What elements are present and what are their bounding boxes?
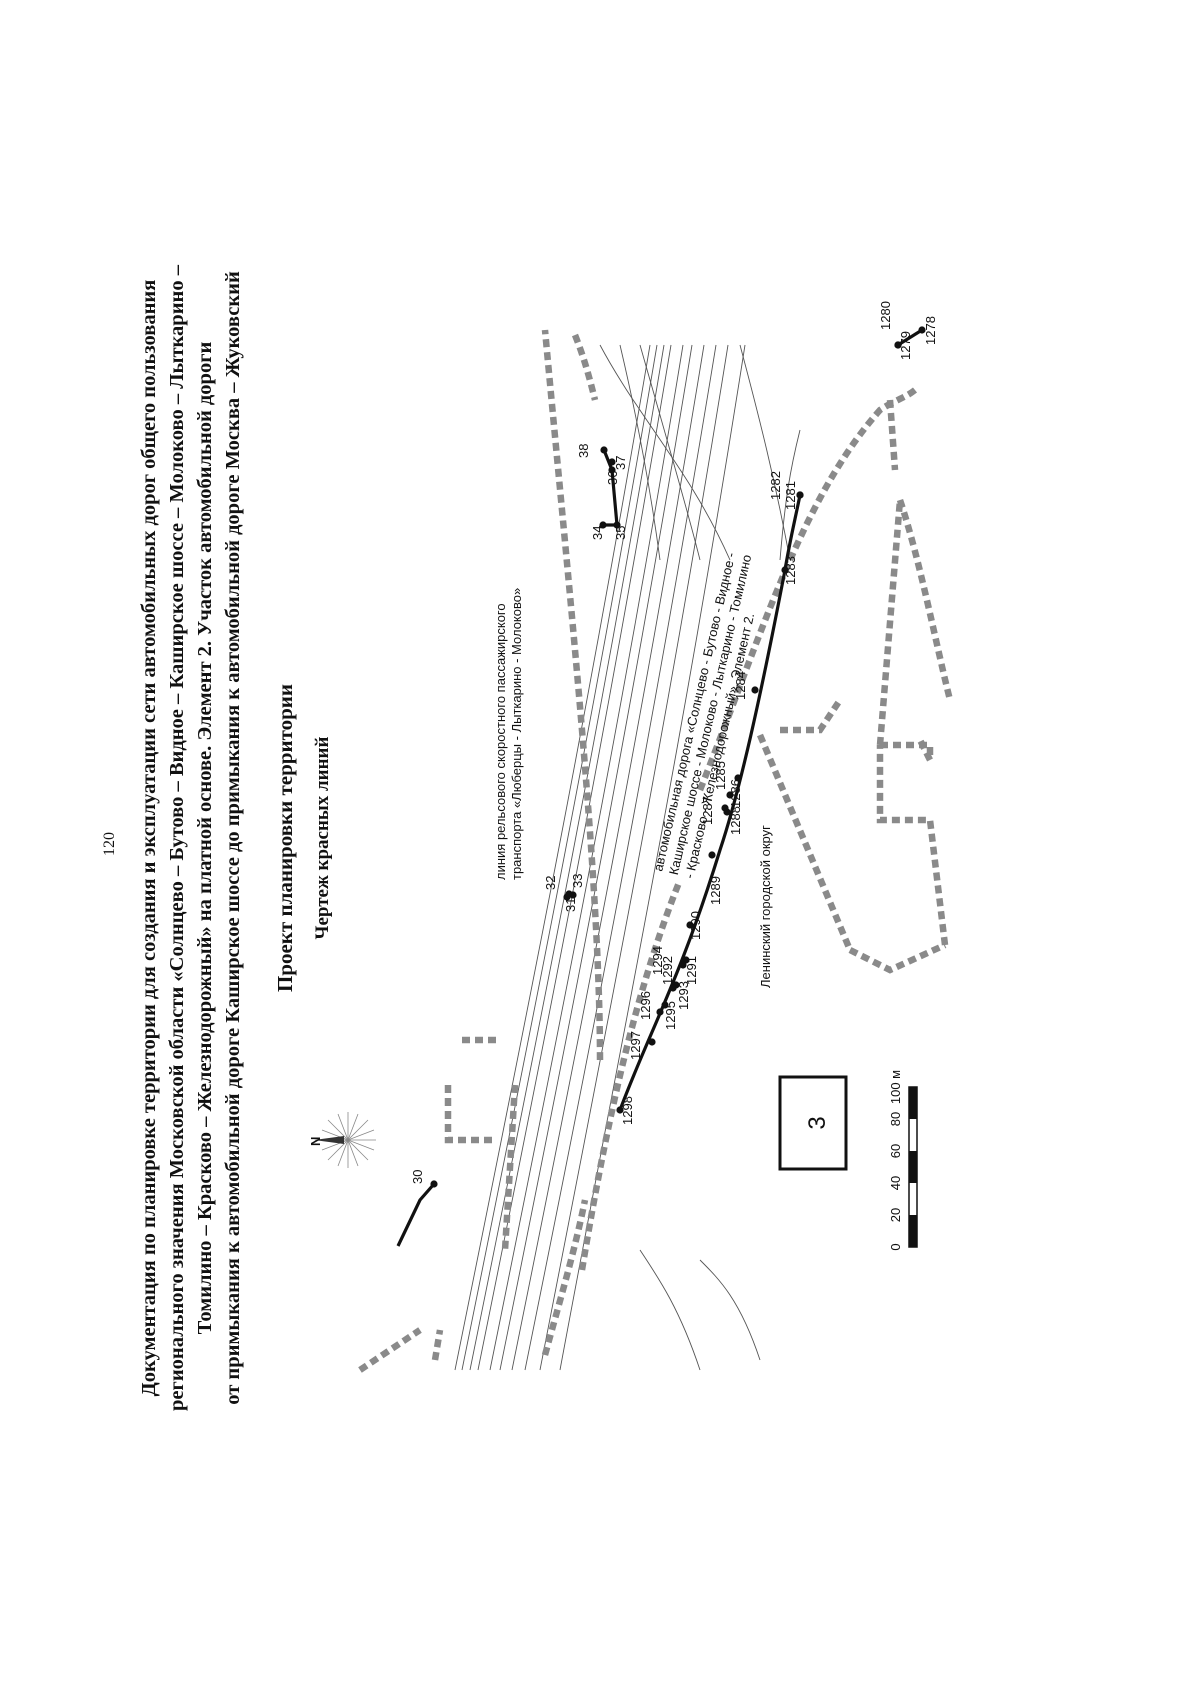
boundary-point-marker: [608, 458, 616, 466]
point-label: 32: [543, 876, 558, 890]
boundary-point-marker: [751, 686, 759, 694]
boundary-point-marker: [661, 1001, 669, 1009]
sheet-number: 3: [804, 1116, 831, 1129]
boundary-point-marker: [796, 491, 804, 499]
point-label: 1289: [708, 876, 723, 905]
rail-caption-line: транспорта «Люберцы - Лыткарино - Молоко…: [509, 588, 524, 880]
boundary-point-marker: [656, 1008, 664, 1016]
point-label: 30: [410, 1170, 425, 1184]
north-label: N: [308, 1137, 323, 1146]
point-label: 1280: [878, 301, 893, 330]
boundary-point-marker: [781, 566, 789, 574]
boundary-point-marker: [430, 1180, 438, 1188]
rail-caption-line: линия рельсового скоростного пассажирско…: [493, 603, 508, 880]
boundary-point-marker: [648, 1038, 656, 1046]
boundary-point-marker: [726, 791, 734, 799]
scale-tick-label: 0: [888, 1243, 903, 1250]
point-label: 1282: [768, 471, 783, 500]
north-arrow-icon: [314, 1112, 376, 1168]
point-label: 36: [605, 471, 620, 485]
boundary-point-marker: [679, 961, 687, 969]
boundary-point-marker: [616, 1106, 624, 1114]
boundary-point-marker: [686, 921, 694, 929]
boundary-point-marker: [613, 521, 621, 529]
point-label: 1291: [684, 956, 699, 985]
point-label: 1286: [728, 779, 743, 808]
boundary-point-marker: [894, 341, 902, 349]
boundary-point-marker: [599, 521, 607, 529]
road-caption: автомобильная дорога «Солнцево - Бутово …: [650, 551, 757, 880]
point-label: 1284: [733, 671, 748, 700]
rail-caption: линия рельсового скоростного пассажирско…: [493, 588, 524, 880]
point-label: 35: [613, 526, 628, 540]
point-label: 1290: [688, 911, 703, 940]
point-label: 1293: [676, 981, 691, 1010]
point-label: 1296: [638, 991, 653, 1020]
boundary-point-marker: [708, 851, 716, 859]
point-label: 1281: [783, 481, 798, 510]
scale-tick-label: 20: [888, 1208, 903, 1222]
point-label: 1283: [783, 556, 798, 585]
point-label: 31: [563, 898, 578, 912]
point-label: 1285: [713, 761, 728, 790]
point-label: 1278: [923, 316, 938, 345]
boundary-point-marker: [608, 466, 616, 474]
point-label: 33: [570, 874, 585, 888]
boundary-points: [430, 326, 926, 1188]
scale-tick-label: 60: [888, 1144, 903, 1158]
scale-tick-label: 100 м: [888, 1070, 903, 1104]
point-label: 1295: [663, 1001, 678, 1030]
scale-bar: [908, 1086, 918, 1248]
sheet-number-box: [778, 1075, 848, 1171]
point-label: 1294: [650, 946, 665, 975]
boundary-point-marker: [734, 774, 742, 782]
point-label: 1297: [628, 1031, 643, 1060]
boundary-point-marker: [918, 326, 926, 334]
point-label: 34: [590, 526, 605, 540]
point-label: 37: [613, 456, 628, 470]
boundary-point-marker: [669, 984, 677, 992]
scale-tick-labels: 0 20 40 60 80 100 м: [888, 1070, 903, 1251]
point-label: 38: [576, 444, 591, 458]
point-label: 1298: [620, 1096, 635, 1125]
scale-tick-label: 40: [888, 1176, 903, 1190]
territory-boundaries: [358, 329, 954, 1373]
point-label: 1292: [660, 956, 675, 985]
boundary-point-marker: [723, 808, 731, 816]
point-label: 1287: [700, 796, 715, 825]
boundary-point-marker: [600, 446, 608, 454]
point-label: 1288: [728, 806, 743, 835]
point-label: 1279: [898, 331, 913, 360]
scale-tick-label: 80: [888, 1112, 903, 1126]
district-label: Ленинский городской округ: [758, 825, 773, 988]
boundary-point-marker: [569, 891, 577, 899]
